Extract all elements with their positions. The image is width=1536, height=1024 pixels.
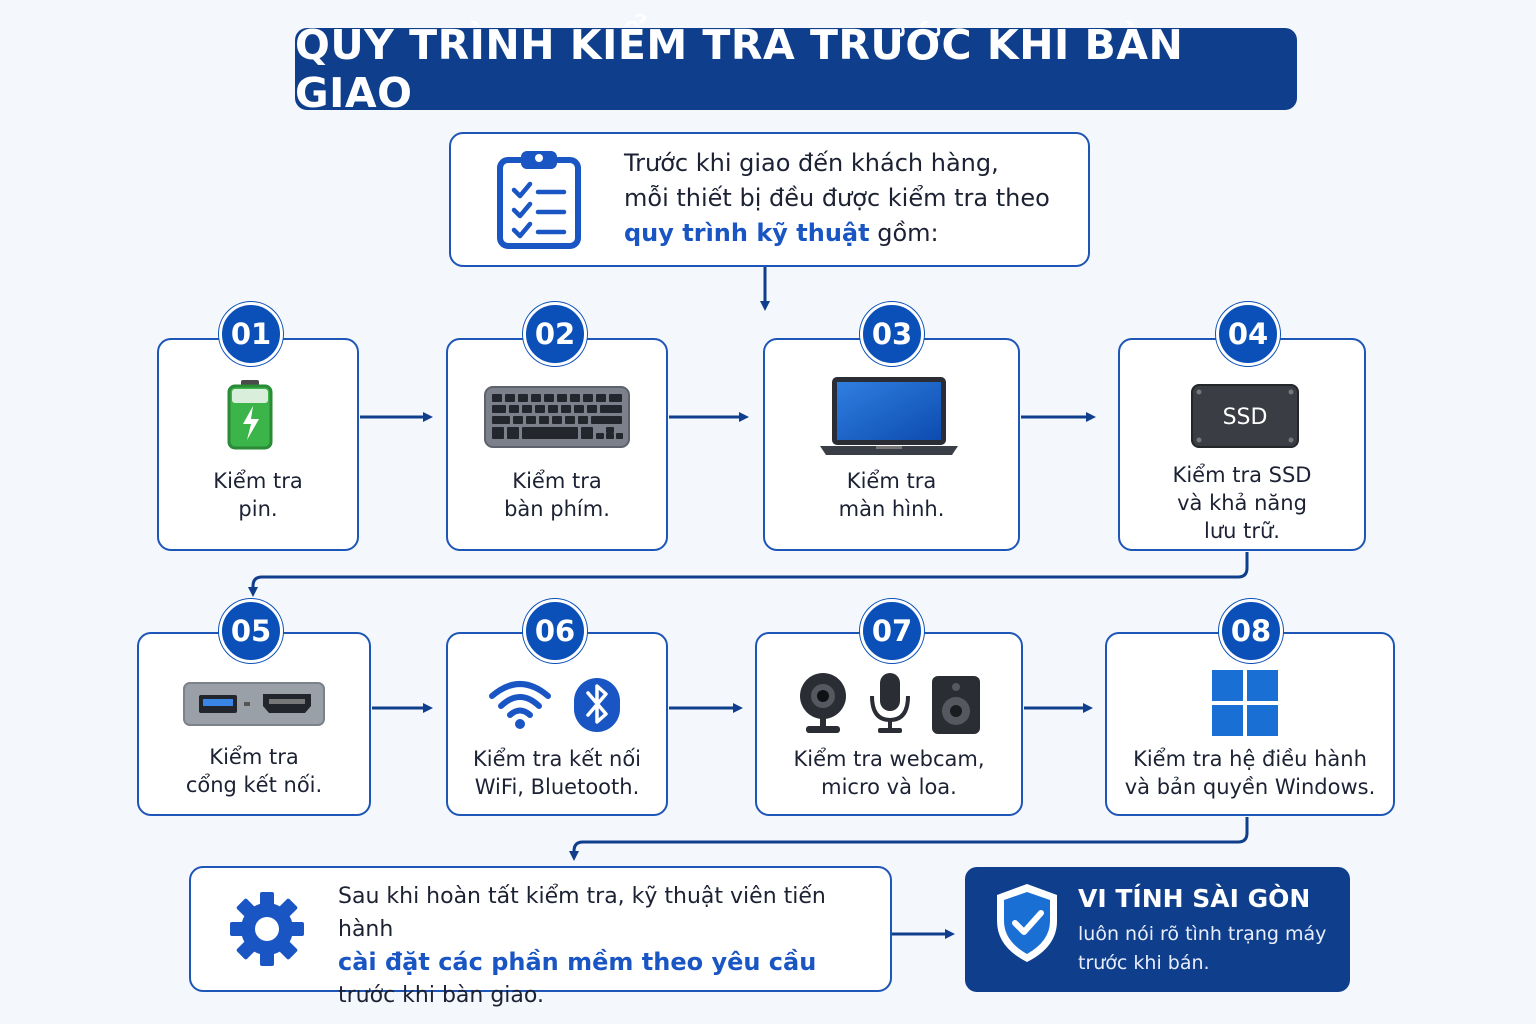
step-badge-03: 03	[860, 302, 924, 366]
step-07-line-1: Kiểm tra webcam,	[793, 747, 985, 771]
step-label-05: Kiểm tra cổng kết nối.	[137, 743, 371, 799]
intro-line-1: Trước khi giao đến khách hàng,	[624, 149, 999, 177]
intro-line-2: mỗi thiết bị đều được kiểm tra theo	[624, 184, 1050, 212]
step-02-line-1: Kiểm tra	[512, 469, 602, 493]
brand-name: VI TÍNH SÀI GÒN	[1078, 884, 1311, 913]
step-badge-04: 04	[1216, 302, 1280, 366]
brand-line-2: trước khi bán.	[1078, 952, 1210, 974]
ports-icon	[183, 682, 325, 726]
step-08-line-2: và bản quyền Windows.	[1124, 775, 1376, 799]
final-step-text: Sau khi hoàn tất kiểm tra, kỹ thuật viên…	[338, 880, 883, 1012]
step-label-08: Kiểm tra hệ điều hành và bản quyền Windo…	[1105, 745, 1395, 801]
intro-tail: gồm:	[869, 219, 939, 247]
step-label-01: Kiểm tra pin.	[157, 467, 359, 523]
step-02-line-2: bàn phím.	[504, 497, 610, 521]
title-banner: QUY TRÌNH KIỂM TRA TRƯỚC KHI BÀN GIAO	[295, 21, 1297, 117]
intro-highlight: quy trình kỹ thuật	[624, 219, 870, 247]
step-03-line-2: màn hình.	[838, 497, 945, 521]
step-05-line-2: cổng kết nối.	[185, 773, 323, 797]
step-badge-05: 05	[219, 599, 283, 663]
battery-icon	[227, 380, 273, 450]
gear-icon	[230, 892, 304, 966]
keyboard-icon	[484, 386, 630, 448]
final-highlight: cài đặt các phần mềm theo yêu cầu	[338, 948, 817, 976]
page-title: QUY TRÌNH KIỂM TRA TRƯỚC KHI BÀN GIAO	[295, 21, 1184, 117]
clipboard-checklist-icon	[497, 151, 581, 249]
webcam-mic-speaker-icon	[800, 673, 980, 734]
step-03-line-1: Kiểm tra	[846, 469, 937, 493]
brand-tagline: luôn nói rõ tình trạng máy trước khi bán…	[1078, 920, 1343, 978]
wifi-bluetooth-icon	[489, 678, 620, 732]
arrow-row1-to-row2	[248, 552, 1249, 597]
step-05-line-1: Kiểm tra	[209, 745, 299, 769]
step-label-04: Kiểm tra SSD và khả năng lưu trữ.	[1118, 461, 1366, 545]
step-label-07: Kiểm tra webcam, micro và loa.	[755, 745, 1023, 801]
step-04-line-1: Kiểm tra SSD	[1172, 463, 1312, 487]
step-badge-01: 01	[219, 302, 283, 366]
final-line-3: trước khi bàn giao.	[338, 983, 544, 1008]
ssd-icon: SSD	[1191, 384, 1299, 448]
step-01-line-1: Kiểm tra	[213, 469, 303, 493]
step-04-line-2: và khả năng	[1177, 491, 1307, 515]
step-badge-07: 07	[860, 599, 924, 663]
shield-check-icon	[997, 884, 1057, 962]
step-08-line-1: Kiểm tra hệ điều hành	[1133, 747, 1367, 771]
final-step-box	[189, 866, 892, 992]
step-badge-02: 02	[523, 302, 587, 366]
step-06-line-1: Kiểm tra kết nối	[472, 747, 642, 771]
step-06-line-2: WiFi, Bluetooth.	[474, 775, 640, 799]
step-badge-06: 06	[523, 599, 587, 663]
final-line-1: Sau khi hoàn tất kiểm tra, kỹ thuật viên…	[338, 884, 826, 942]
step-01-line-2: pin.	[238, 497, 278, 521]
brand-line-1: luôn nói rõ tình trạng máy	[1078, 923, 1327, 945]
step-07-line-2: micro và loa.	[821, 775, 957, 799]
intro-text: Trước khi giao đến khách hàng, mỗi thiết…	[624, 146, 1084, 251]
ssd-icon-label: SSD	[1223, 405, 1268, 430]
windows-icon	[1212, 670, 1278, 736]
laptop-icon	[820, 377, 958, 455]
step-badge-08: 08	[1219, 599, 1283, 663]
arrow-row2-to-final	[569, 817, 1249, 861]
step-label-03: Kiểm tra màn hình.	[763, 467, 1020, 523]
step-label-02: Kiểm tra bàn phím.	[446, 467, 668, 523]
step-04-line-3: lưu trữ.	[1204, 519, 1280, 543]
step-label-06: Kiểm tra kết nối WiFi, Bluetooth.	[446, 745, 668, 801]
